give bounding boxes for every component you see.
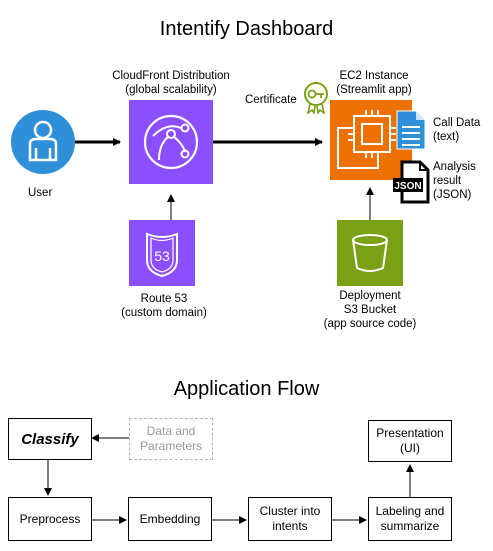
- preprocess-box: Preprocess: [8, 497, 92, 541]
- certificate-label: Certificate: [245, 94, 297, 106]
- document-icon: [396, 110, 426, 150]
- json-badge: JSON: [394, 181, 421, 192]
- s3-bucket-icon: [337, 220, 403, 286]
- route53-label: Route 53(custom domain): [121, 293, 207, 319]
- certificate-icon: [301, 80, 331, 116]
- ec2-label: EC2 Instance(Streamlit app): [336, 70, 412, 96]
- json-file-icon: JSON: [392, 160, 430, 204]
- cloudfront-label: CloudFront Distribution(global scalabili…: [112, 70, 230, 96]
- embedding-box: Embedding: [128, 497, 212, 541]
- route53-icon: 53: [129, 220, 195, 286]
- call-data-label: Call Data(text): [433, 117, 481, 143]
- route53-badge: 53: [154, 248, 170, 264]
- flow-title: Application Flow: [173, 378, 320, 400]
- presentation-box: Presentation(UI): [368, 420, 452, 462]
- classify-box: Classify: [8, 418, 92, 460]
- dashboard-title: Intentify Dashboard: [159, 18, 334, 40]
- user-icon: [11, 110, 75, 174]
- user-label: User: [28, 187, 53, 199]
- cloudfront-icon: [129, 100, 213, 184]
